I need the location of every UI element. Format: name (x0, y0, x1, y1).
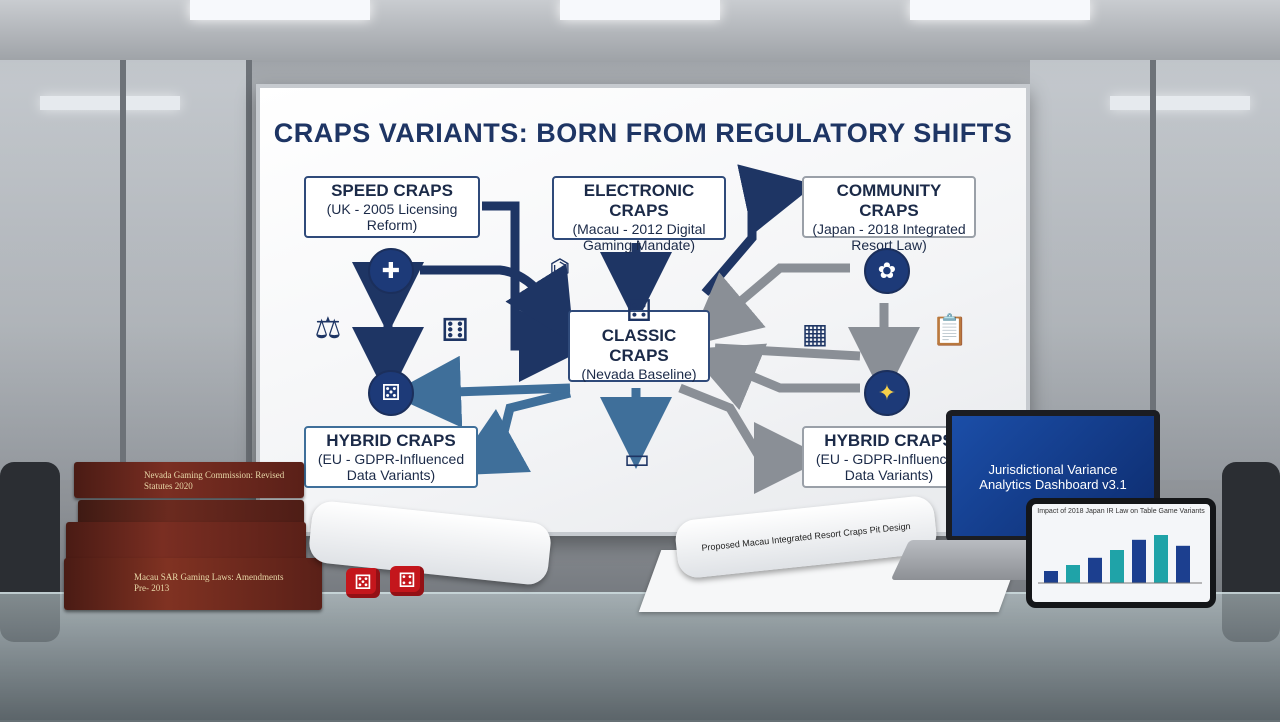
law-book: Macau SAR Gaming Laws: Amendments Pre- 2… (64, 558, 322, 610)
screen-icon: ▭ (623, 442, 651, 474)
electronic-craps-box: ELECTRONIC CRAPS (Macau - 2012 Digital G… (552, 176, 726, 253)
box-title: SPEED CRAPS (331, 181, 453, 200)
tablet-bar (1044, 571, 1058, 583)
classic-craps-box: CLASSIC CRAPS (Nevada Baseline) (568, 310, 710, 382)
box-subtitle: (Macau - 2012 Digital Gaming Mandate) (572, 221, 706, 253)
red-die: ⚄ (346, 568, 380, 598)
arrow-uk-to-classic (420, 263, 575, 344)
arrow-classic-to-hybrid-left (450, 388, 572, 476)
box-subtitle: (EU - GDPR-Influenced Data Variants) (317, 451, 465, 483)
ceiling-light (910, 0, 1090, 20)
digital-table-icon: ▦ (801, 317, 829, 349)
ceiling-light (190, 0, 370, 20)
box-title: CLASSIC CRAPS (601, 326, 677, 365)
arrow-classic-to-hybrid-right (678, 383, 826, 494)
hybrid-craps-left-box: HYBRID CRAPS (EU - GDPR-Influenced Data … (304, 426, 478, 488)
arrow-to-community (701, 164, 816, 296)
circuit-icon: ⌬ (549, 254, 571, 282)
box-subtitle: (EU - GDPR-Influenced Data Variants) (815, 451, 963, 483)
single-die-icon: ⚄ (368, 370, 414, 416)
red-die: ⚃ (390, 566, 424, 596)
arrow-eu-to-classic (686, 343, 860, 411)
box-title: COMMUNITY CRAPS (836, 181, 942, 220)
book-spine-label: Nevada Gaming Commission: Revised Statut… (144, 470, 285, 491)
box-subtitle: (Japan - 2018 Integrated Resort Law) (812, 221, 966, 253)
ceiling-light (560, 0, 720, 20)
blueprint-label: Proposed Macau Integrated Resort Craps P… (700, 521, 911, 553)
tablet-bar (1154, 535, 1168, 583)
dice-pair-icon: ⚃ (625, 294, 653, 328)
flow-arrows (352, 164, 920, 494)
law-book (66, 522, 306, 564)
box-title: HYBRID CRAPS (326, 431, 456, 450)
tablet-bar (1176, 545, 1190, 583)
tablet[interactable]: Impact of 2018 Japan IR Law on Table Gam… (1026, 498, 1216, 608)
book-spine-label: Macau SAR Gaming Laws: Amendments Pre- 2… (134, 572, 284, 593)
box-subtitle: (Nevada Baseline) (581, 366, 697, 382)
glass-table (0, 592, 1280, 722)
wall-panel (126, 60, 252, 480)
tablet-bar-chart (1038, 535, 1202, 584)
arrow-japan-to-classic (687, 263, 850, 347)
whiteboard: CRAPS VARIANTS: BORN FROM REGULATORY SHI… (256, 84, 1030, 536)
wall-panel (0, 60, 126, 480)
scales-of-justice-icon: ⚖ (314, 311, 342, 345)
tablet-bar (1110, 550, 1124, 583)
laptop-title-line: Jurisdictional Variance (988, 462, 1118, 477)
community-craps-box: COMMUNITY CRAPS (Japan - 2018 Integrated… (802, 176, 976, 253)
tablet-chart-title: Impact of 2018 Japan IR Law on Table Gam… (1037, 508, 1205, 515)
wall-panel (1156, 60, 1280, 480)
box-subtitle: (UK - 2005 Licensing Reform) (326, 201, 458, 233)
uk-flag-icon: ✚ (368, 248, 414, 294)
tablet-bar (1132, 539, 1146, 583)
laptop-title-line: Analytics Dashboard v3.1 (979, 477, 1127, 492)
law-book: Nevada Gaming Commission: Revised Statut… (74, 462, 304, 498)
arrow-classic-to-dice (389, 355, 571, 428)
tablet-bar (1088, 557, 1102, 583)
japan-emblem-icon: ✿ (864, 248, 910, 294)
whiteboard-title: CRAPS VARIANTS: BORN FROM REGULATORY SHI… (273, 118, 1013, 148)
box-title: ELECTRONIC CRAPS (583, 181, 695, 220)
speed-craps-box: SPEED CRAPS (UK - 2005 Licensing Reform) (304, 176, 480, 238)
eu-flag-icon: ✦ (864, 370, 910, 416)
box-title: HYBRID CRAPS (824, 431, 954, 450)
clipboard-icon: 📋 (931, 313, 969, 347)
tablet-bar (1066, 565, 1080, 583)
dice-icon: ⚅ (441, 312, 469, 348)
